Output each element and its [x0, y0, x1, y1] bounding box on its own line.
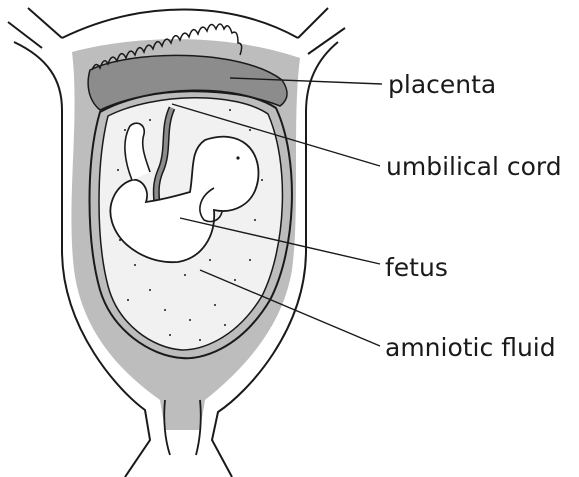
label-amniotic-fluid: amniotic fluid: [385, 335, 556, 360]
label-placenta: placenta: [388, 72, 496, 97]
fundus-curve: [62, 10, 298, 39]
label-fetus: fetus: [385, 255, 448, 280]
label-umbilical-cord: umbilical cord: [386, 154, 562, 179]
fetus-eye: [236, 156, 239, 159]
fallopian-tube-right: [298, 8, 345, 54]
